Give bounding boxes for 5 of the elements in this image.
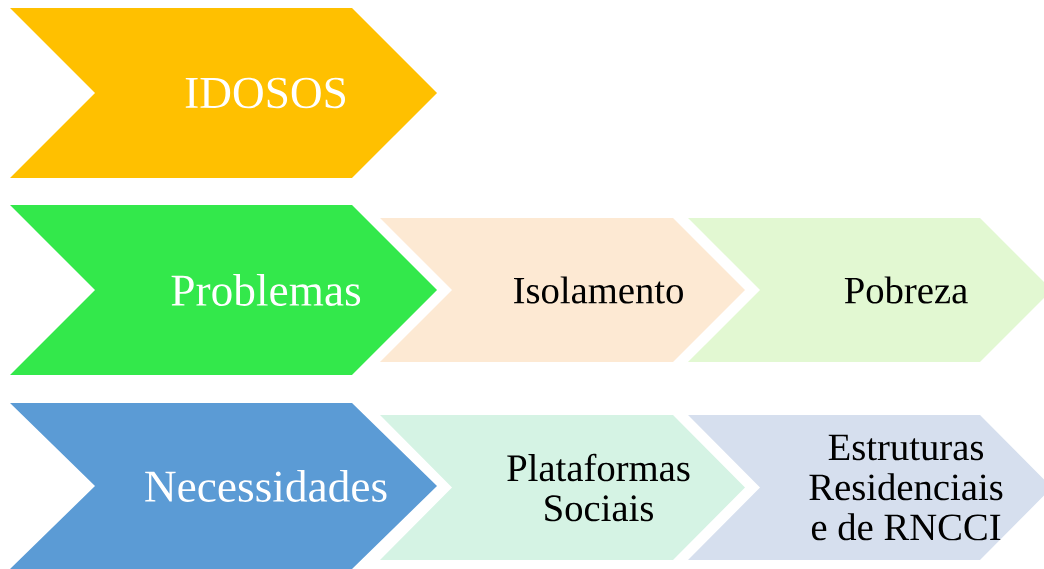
process-box: IDOSOS [10, 8, 437, 178]
process-box: Problemas [10, 205, 437, 375]
process-box: Pobreza [688, 218, 1044, 362]
process-box: Isolamento [380, 218, 745, 362]
process-box: Necessidades [10, 403, 437, 569]
